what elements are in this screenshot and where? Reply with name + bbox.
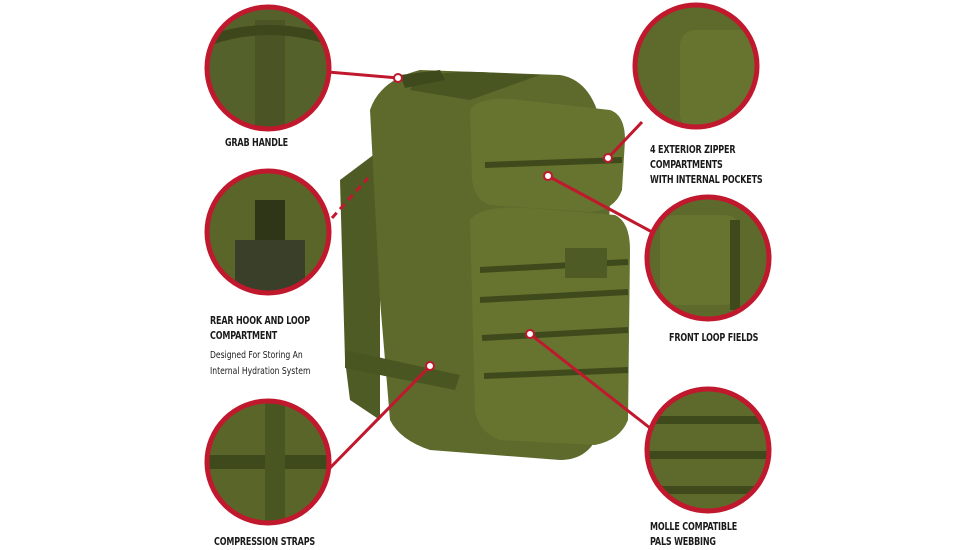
front-loop-label: FRONT LOOP FIELDS xyxy=(669,332,759,344)
zipper-label-1: 4 EXTERIOR ZIPPER xyxy=(650,144,736,156)
grab-handle-label: GRAB HANDLE xyxy=(225,137,288,149)
backpack-image xyxy=(340,70,630,460)
zipper-label-3: WITH INTERNAL POCKETS xyxy=(650,174,763,186)
zipper-label-2: COMPARTMENTS xyxy=(650,159,723,171)
detail-circles xyxy=(204,2,772,526)
rear-hook-title-1: REAR HOOK AND LOOP xyxy=(210,315,310,327)
rear-hook-title-2: COMPARTMENT xyxy=(210,330,278,342)
compression-straps-label: COMPRESSION STRAPS xyxy=(214,536,316,548)
connector-lines xyxy=(326,70,653,472)
molle-label-1: MOLLE COMPATIBLE xyxy=(650,521,738,533)
rear-hook-desc-1: Designed For Storing An xyxy=(210,350,303,361)
molle-label-2: PALS WEBBING xyxy=(650,536,716,548)
rear-hook-desc-2: Internal Hydration System xyxy=(210,366,311,377)
connector-dots xyxy=(393,73,613,371)
